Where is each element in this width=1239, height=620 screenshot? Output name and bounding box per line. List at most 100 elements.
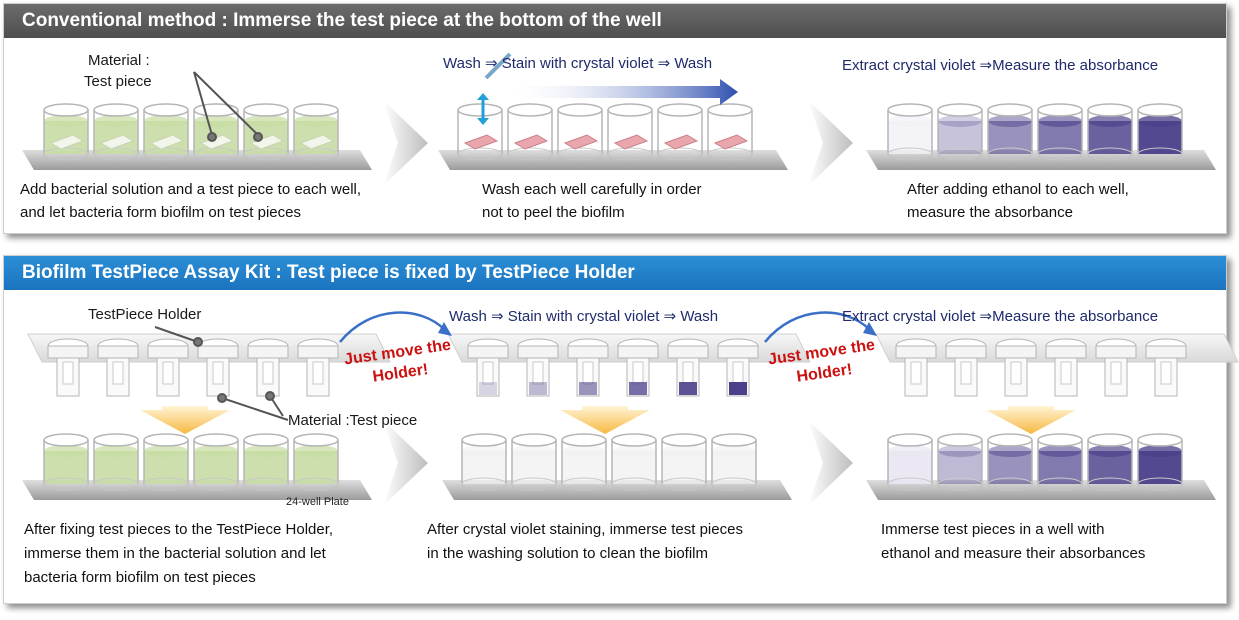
conventional-desc-1-line1: Add bacterial solution and a test piece … — [20, 181, 362, 198]
well — [243, 433, 289, 491]
plate-label: 24-well Plate — [286, 496, 349, 508]
well — [1087, 433, 1133, 491]
test-piece — [663, 134, 699, 150]
well — [557, 103, 603, 161]
holder-well — [995, 338, 1037, 397]
testpiece-holder-row-2 — [447, 333, 811, 397]
holder-well — [1095, 338, 1137, 397]
well — [611, 433, 657, 491]
well — [507, 103, 553, 161]
conventional-desc-2-line2: not to peel the biofilm — [482, 204, 625, 221]
well — [43, 433, 89, 491]
well — [987, 433, 1033, 491]
test-piece — [299, 134, 335, 150]
test-piece — [99, 134, 135, 150]
well — [1037, 433, 1083, 491]
holder-well — [197, 338, 239, 397]
test-piece — [49, 134, 85, 150]
well — [887, 103, 933, 161]
well — [607, 103, 653, 161]
conventional-wash-step: Wash ⇒ Stain with crystal violet ⇒ Wash — [443, 55, 713, 72]
testpiece-holder-row-1 — [27, 333, 391, 397]
kit-desc-1-line3: bacteria form biofilm on test pieces — [24, 569, 256, 586]
kit-wash-step: Wash ⇒ Stain with crystal violet ⇒ Wash — [449, 308, 719, 325]
well — [93, 433, 139, 491]
conventional-desc-3-line2: measure the absorbance — [907, 204, 1073, 221]
well — [193, 433, 239, 491]
holder-well — [1145, 338, 1187, 397]
holder-well — [147, 338, 189, 397]
progress-arrow-icon — [505, 79, 738, 105]
material-label-line2: Test piece — [84, 73, 152, 90]
well — [1137, 433, 1183, 491]
well — [707, 103, 753, 161]
holder-well — [895, 338, 937, 397]
well — [657, 103, 703, 161]
kit-desc-3-line1: Immerse test pieces in a well with — [881, 521, 1105, 538]
culture-plate — [22, 103, 372, 170]
kit-material-label: Material :Test piece — [288, 412, 418, 429]
well — [293, 433, 339, 491]
test-piece — [713, 134, 749, 150]
arrowhead-icon — [438, 322, 452, 336]
holder-well — [945, 338, 987, 397]
well — [561, 433, 607, 491]
holder-well — [617, 338, 659, 397]
holder-well — [567, 338, 609, 397]
well — [457, 103, 503, 161]
down-arrow-icon — [140, 406, 1076, 434]
curved-arrow-icon — [339, 311, 871, 343]
chevron-arrow-icon — [383, 100, 853, 506]
well — [1037, 103, 1083, 161]
kit-culture-plate — [22, 433, 372, 500]
kit-wash-plate — [442, 433, 792, 500]
holder-well — [1045, 338, 1087, 397]
arrowhead-icon — [863, 322, 877, 336]
kit-desc-3-line2: ethanol and measure their absorbances — [881, 545, 1146, 562]
holder-well — [47, 338, 89, 397]
test-piece — [463, 134, 499, 150]
well — [1137, 103, 1183, 161]
kit-desc-1-line2: immerse them in the bacterial solution a… — [24, 545, 326, 562]
material-leader-lines — [193, 71, 263, 142]
well — [93, 103, 139, 161]
kit-desc-2-line1: After crystal violet staining, immerse t… — [427, 521, 743, 538]
test-piece — [249, 134, 285, 150]
holder-well — [247, 338, 289, 397]
test-piece — [613, 134, 649, 150]
well — [937, 103, 983, 161]
well — [711, 433, 757, 491]
wash-plate — [438, 103, 788, 170]
kit-header: Biofilm TestPiece Assay Kit : Test piece… — [4, 256, 1226, 290]
kit-absorbance-plate — [866, 433, 1216, 500]
holder-leader-lines — [154, 326, 289, 421]
holder-label: TestPiece Holder — [88, 306, 202, 323]
well — [243, 103, 289, 161]
well — [461, 433, 507, 491]
well — [511, 433, 557, 491]
well — [887, 433, 933, 491]
pipette-icon — [477, 52, 512, 125]
holder-well — [467, 338, 509, 397]
material-label-line1: Material : — [88, 52, 150, 69]
well — [43, 103, 89, 161]
well — [143, 103, 189, 161]
testpiece-holder-row-3 — [875, 333, 1239, 397]
well — [661, 433, 707, 491]
holder-well — [717, 338, 759, 397]
holder-well — [97, 338, 139, 397]
conventional-desc-1-line2: and let bacteria form biofilm on test pi… — [20, 204, 301, 221]
test-piece — [563, 134, 599, 150]
kit-desc-1-line1: After fixing test pieces to the TestPiec… — [24, 521, 334, 538]
kit-desc-2-line2: in the washing solution to clean the bio… — [427, 545, 709, 562]
well — [293, 103, 339, 161]
test-piece — [149, 134, 185, 150]
test-piece — [513, 134, 549, 150]
well — [1087, 103, 1133, 161]
holder-well — [297, 338, 339, 397]
conventional-desc-2-line1: Wash each well carefully in order — [482, 181, 702, 198]
absorbance-plate — [866, 103, 1216, 170]
well — [143, 433, 189, 491]
kit-extract-step: Extract crystal violet ⇒Measure the abso… — [842, 308, 1159, 325]
